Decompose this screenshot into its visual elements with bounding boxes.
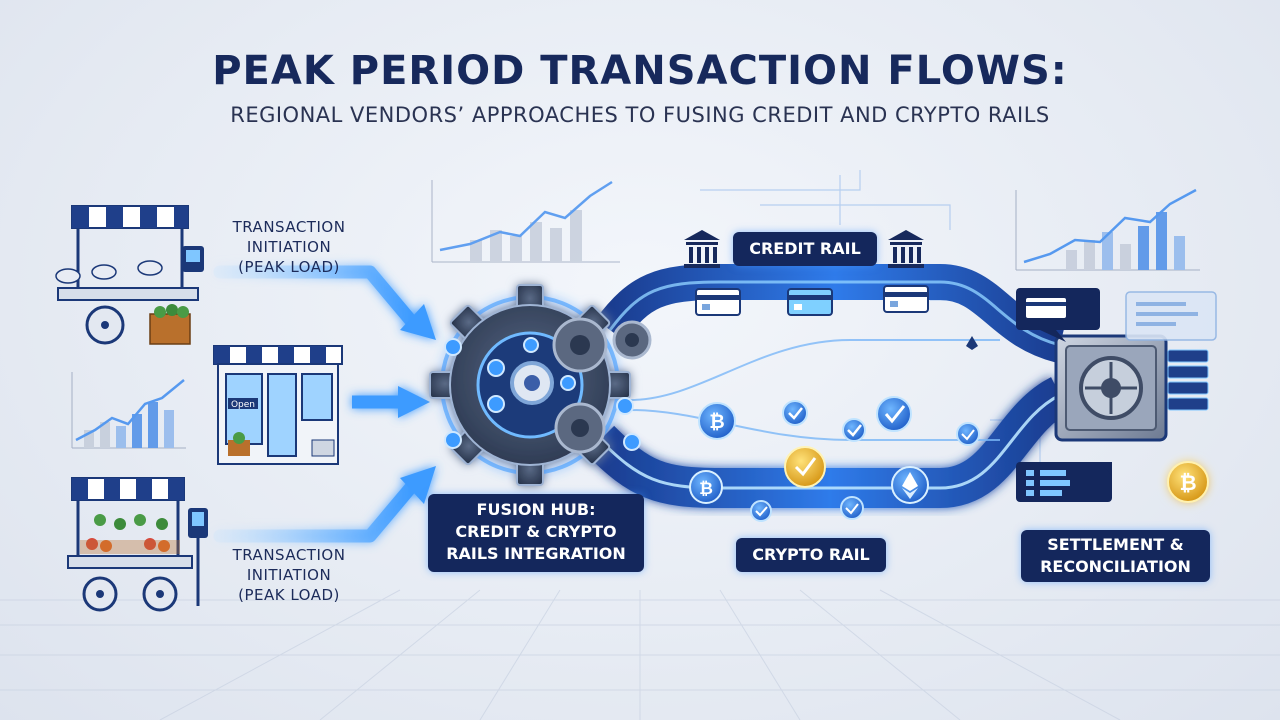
- server-icon: [1167, 349, 1209, 411]
- svg-text:₿: ₿: [1179, 471, 1196, 495]
- middle-flow-lines: [629, 339, 1000, 441]
- checkmark-coin-icon: [876, 396, 912, 432]
- checkmark-coin-icon: [840, 496, 864, 520]
- hub-core-icon: [444, 337, 641, 451]
- bitcoin-coin-icon: ₿: [698, 402, 736, 440]
- label-line: INITIATION: [246, 238, 332, 256]
- svg-text:₿: ₿: [709, 411, 724, 433]
- label-line: TRANSACTION: [232, 546, 346, 564]
- storefront-icon: Open: [213, 345, 343, 465]
- label-line: FUSION HUB:: [476, 500, 596, 519]
- page-title: PEAK PERIOD TRANSACTION FLOWS:: [212, 48, 1068, 94]
- page-subtitle: REGIONAL VENDORS’ APPROACHES TO FUSING C…: [230, 103, 1050, 127]
- gear-icon: [552, 317, 608, 373]
- receipt-icon: [1016, 462, 1112, 502]
- settlement-label: SETTLEMENT & RECONCILIATION: [1021, 530, 1210, 582]
- bar-chart-icon: [1015, 188, 1200, 271]
- label-line: RAILS INTEGRATION: [446, 544, 626, 563]
- label-line: (PEAK LOAD): [238, 258, 340, 276]
- credit-card-icon: [883, 285, 929, 313]
- market-stall-icon: [55, 205, 204, 345]
- bank-icon: [684, 230, 720, 268]
- label-line: RECONCILIATION: [1040, 557, 1191, 576]
- label-line: SETTLEMENT &: [1047, 535, 1184, 554]
- bitcoin-coin-icon: ₿: [1167, 461, 1209, 503]
- credit-rail-label: CREDIT RAIL: [733, 232, 877, 266]
- svg-text:₿: ₿: [699, 479, 713, 499]
- market-stall-icon: [67, 477, 208, 612]
- credit-card-icon: [695, 288, 741, 316]
- ethereum-coin-icon: [891, 466, 929, 504]
- receipt-icon: [1125, 291, 1217, 341]
- checkmark-coin-icon: [842, 418, 866, 442]
- transaction-initiation-label-top: TRANSACTION INITIATION (PEAK LOAD): [214, 217, 364, 277]
- fusion-hub-label: FUSION HUB: CREDIT & CRYPTO RAILS INTEGR…: [428, 494, 644, 572]
- gear-icon: [554, 402, 606, 454]
- label-line: (PEAK LOAD): [238, 586, 340, 604]
- checkmark-coin-icon: [782, 400, 808, 426]
- bank-icon: [888, 230, 924, 268]
- checkmark-coin-icon: [750, 500, 772, 522]
- ethereum-coin-icon: [966, 336, 978, 350]
- transaction-initiation-label-bottom: TRANSACTION INITIATION (PEAK LOAD): [214, 545, 364, 605]
- input-arrows: [213, 265, 436, 543]
- gear-icon: [612, 320, 652, 360]
- vault-icon: [1054, 334, 1168, 442]
- bitcoin-coin-icon: ₿: [689, 470, 723, 504]
- shop-sign: Open: [231, 400, 255, 410]
- bar-chart-icon: [431, 180, 620, 263]
- bar-chart-icon: [71, 372, 186, 449]
- crypto-rail-label: CRYPTO RAIL: [736, 538, 886, 572]
- credit-card-icon: [787, 288, 833, 316]
- crypto-rail: [585, 377, 1071, 508]
- credit-rail: [595, 264, 1066, 363]
- checkmark-coin-icon: [956, 422, 980, 446]
- label-line: INITIATION: [246, 566, 332, 584]
- credit-card-icon: [1016, 288, 1100, 342]
- checkmark-coin-icon: [784, 446, 826, 488]
- label-line: TRANSACTION: [232, 218, 346, 236]
- floor-grid: [0, 589, 1280, 720]
- label-line: CREDIT & CRYPTO: [455, 522, 617, 541]
